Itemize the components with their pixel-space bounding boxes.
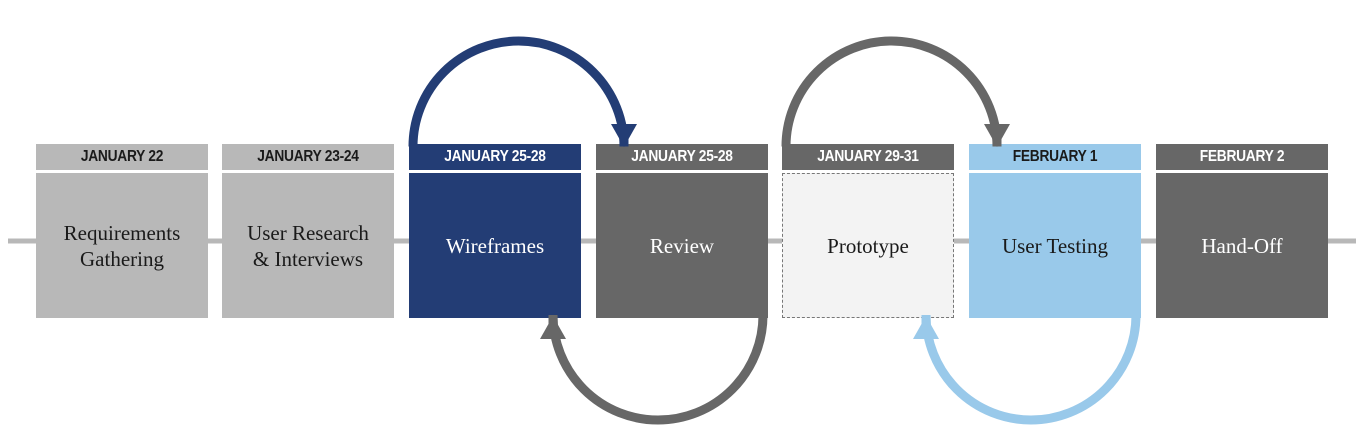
stage-date-label: JANUARY 23-24 [257,148,359,165]
stage-title: Review [650,233,714,259]
stage-date-label: JANUARY 25-28 [631,148,733,165]
stage-date-label: JANUARY 22 [80,148,164,165]
stage-date-label: JANUARY 29-31 [817,148,919,165]
stage-title-line: Prototype [827,233,909,258]
stage-title: Hand-Off [1201,233,1282,259]
stage-date-header: JANUARY 22 [36,144,208,170]
stage-title-line: Review [649,233,715,258]
stage-date-label: FEBRUARY 1 [1012,148,1098,165]
loop-arrow-user-testing-to-prototype [913,314,1141,425]
stage-title-line: Requirements [63,220,181,245]
stage-date-header: FEBRUARY 1 [969,144,1141,170]
arrowhead-icon [540,316,566,339]
stage-title-line: User Research [247,220,369,245]
loop-arrow-path [548,314,768,425]
stage-box: User Research& Interviews [222,173,394,318]
stage-user-testing: FEBRUARY 1 User Testing [969,144,1141,318]
loop-arrow-wireframes-to-review [408,36,637,147]
arrowhead-icon [611,124,637,147]
stage-date-header: JANUARY 29-31 [782,144,954,170]
stage-date-header: FEBRUARY 2 [1156,144,1328,170]
stage-title-line: Wireframes [445,233,545,258]
stage-box: Review [596,173,768,318]
loop-arrow-path [781,36,1002,147]
loop-arrow-review-to-wireframes [540,314,768,425]
stage-title: Prototype [827,233,909,259]
stage-hand-off: FEBRUARY 2 Hand-Off [1156,144,1328,318]
loop-arrow-path [408,36,629,147]
loop-arrow-prototype-to-user-testing [781,36,1010,147]
stage-title-line: & Interviews [252,246,364,271]
stage-title-line: User Testing [1001,233,1109,258]
stage-box: Hand-Off [1156,173,1328,318]
stage-date-header: JANUARY 25-28 [409,144,581,170]
stage-title-line: Hand-Off [1201,233,1283,258]
arrowhead-icon [913,316,939,339]
stage-date-label: JANUARY 25-28 [444,148,546,165]
stage-box: User Testing [969,173,1141,318]
stage-date-header: JANUARY 23-24 [222,144,394,170]
stage-date-header: JANUARY 25-28 [596,144,768,170]
loop-arrow-path [921,314,1141,425]
stage-date-label: FEBRUARY 2 [1199,148,1285,165]
stage-title: User Testing [1002,233,1108,259]
stage-title: Wireframes [446,233,544,259]
stage-title: User Research& Interviews [247,220,369,272]
stage-box: Wireframes [409,173,581,318]
stage-title-line: Gathering [80,246,164,271]
stage-box: Prototype [782,173,954,318]
arrowhead-icon [984,124,1010,147]
